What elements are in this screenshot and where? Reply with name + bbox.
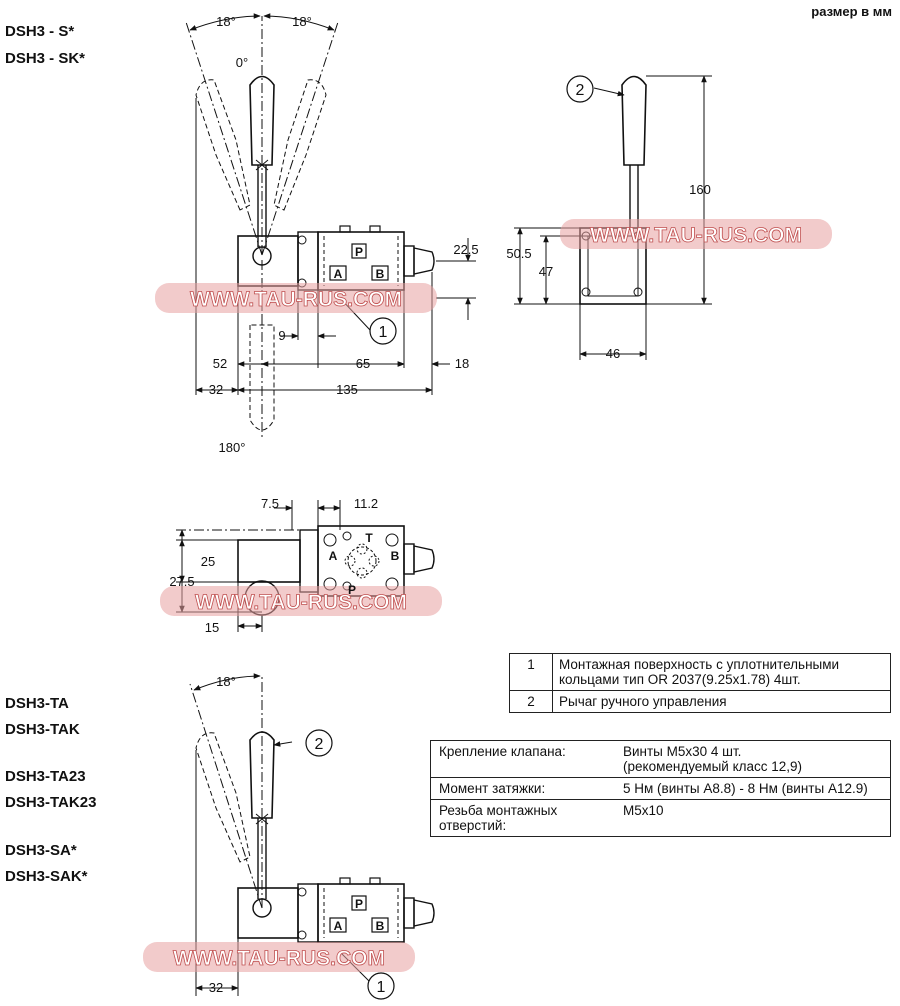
dim-9: 9 <box>278 328 285 343</box>
legend-text: Монтажная поверхность с уплотнительными … <box>552 653 891 691</box>
specs-label: Резьба монтажных отверстий: <box>430 799 615 837</box>
callout-1-bottom-label: 1 <box>377 979 386 996</box>
callout-1-top-label: 1 <box>379 324 388 341</box>
specs-row: Резьба монтажных отверстий: M5x10 <box>430 799 891 837</box>
port-p-topview: P <box>348 583 356 597</box>
legend-table: 1 Монтажная поверхность с уплотнительным… <box>509 653 891 713</box>
watermark-text-2: WWW.TAU-RUS.COM <box>590 224 802 247</box>
dim-18: 18 <box>455 356 469 371</box>
dim-32: 32 <box>209 382 223 397</box>
specs-table: Крепление клапана: Винты M5x30 4 шт. (ре… <box>430 740 891 837</box>
dim-angle-180: 180° <box>219 440 246 455</box>
dim-angle-bottom: 18° <box>216 674 236 689</box>
dim-22-5: 22.5 <box>453 242 478 257</box>
callout-2-bottom <box>305 729 333 757</box>
legend-text-line: кольцами тип OR 2037(9.25x1.78) 4шт. <box>559 672 801 687</box>
dim-32-bottom: 32 <box>209 980 223 995</box>
dim-50-5: 50.5 <box>506 246 531 261</box>
callout-2-side-label: 2 <box>576 82 585 99</box>
specs-row: Момент затяжки: 5 Нм (винты A8.8) - 8 Нм… <box>430 777 891 800</box>
specs-value: 5 Нм (винты A8.8) - 8 Нм (винты A12.9) <box>615 777 891 800</box>
specs-value: M5x10 <box>615 799 891 837</box>
dim-angle-left: 18° <box>216 14 236 29</box>
specs-label: Момент затяжки: <box>430 777 615 800</box>
front-view-top <box>185 13 476 440</box>
model-code-tak: DSH3-TAK <box>5 721 80 738</box>
dim-angle-zero: 0° <box>236 55 248 70</box>
specs-row: Крепление клапана: Винты M5x30 4 шт. (ре… <box>431 741 891 778</box>
legend-num: 1 <box>509 653 553 691</box>
legend-text-line: Монтажная поверхность с уплотнительными <box>559 657 840 672</box>
callout-1-top <box>369 317 397 345</box>
dim-7-5: 7.5 <box>261 496 279 511</box>
side-view <box>514 75 712 360</box>
port-a-top: A <box>334 267 343 281</box>
watermark-group <box>143 219 832 972</box>
legend-row: 1 Монтажная поверхность с уплотнительным… <box>509 653 891 691</box>
legend-row: 2 Рычаг ручного управления <box>509 690 891 713</box>
port-a-topview: A <box>329 549 338 563</box>
units-note: размер в мм <box>811 4 892 19</box>
callout-2-side <box>566 75 594 103</box>
dim-46: 46 <box>606 346 620 361</box>
legend-num: 2 <box>509 690 553 713</box>
specs-value: Винты M5x30 4 шт. (рекомендуемый класс 1… <box>615 741 891 778</box>
watermark-text-4: WWW.TAU-RUS.COM <box>173 947 385 970</box>
dim-52: 52 <box>213 356 227 371</box>
dim-15: 15 <box>205 620 219 635</box>
port-a-bottom: A <box>334 919 343 933</box>
callout-2-bottom-label: 2 <box>315 736 324 753</box>
model-code-ta: DSH3-TA <box>5 695 69 712</box>
port-p-bottom: P <box>355 897 363 911</box>
watermark-text-1: WWW.TAU-RUS.COM <box>190 288 402 311</box>
model-code-sa: DSH3-SA* <box>5 842 77 859</box>
dim-160: 160 <box>689 182 711 197</box>
port-b-bottom: B <box>376 919 385 933</box>
specs-label: Крепление клапана: <box>439 744 566 759</box>
model-code-s: DSH3 - S* <box>5 23 75 40</box>
model-code-sk: DSH3 - SK* <box>5 50 86 67</box>
specs-label-line: отверстий: <box>439 818 507 833</box>
specs-value-line: Винты M5x30 4 шт. <box>623 744 742 759</box>
port-b-topview: B <box>391 549 400 563</box>
model-code-ta23: DSH3-TA23 <box>5 768 86 785</box>
specs-label-line: Резьба монтажных <box>439 803 558 818</box>
dim-11-2: 11.2 <box>354 496 378 511</box>
model-code-sak: DSH3-SAK* <box>5 868 88 885</box>
dim-27-5: 27.5 <box>169 574 194 589</box>
dim-angle-right: 18° <box>292 14 312 29</box>
dim-135: 135 <box>336 382 358 397</box>
legend-text: Рычаг ручного управления <box>552 690 891 713</box>
model-code-tak23: DSH3-TAK23 <box>5 794 97 811</box>
dim-65: 65 <box>356 356 370 371</box>
watermark-text-3: WWW.TAU-RUS.COM <box>195 591 407 614</box>
dim-47: 47 <box>539 264 553 279</box>
callout-1-bottom <box>367 972 395 1000</box>
port-p-top: P <box>355 245 363 259</box>
specs-value-line: (рекомендуемый класс 12,9) <box>623 759 803 774</box>
dim-25: 25 <box>201 554 215 569</box>
port-b-top: B <box>376 267 385 281</box>
port-t-topview: T <box>365 531 373 545</box>
